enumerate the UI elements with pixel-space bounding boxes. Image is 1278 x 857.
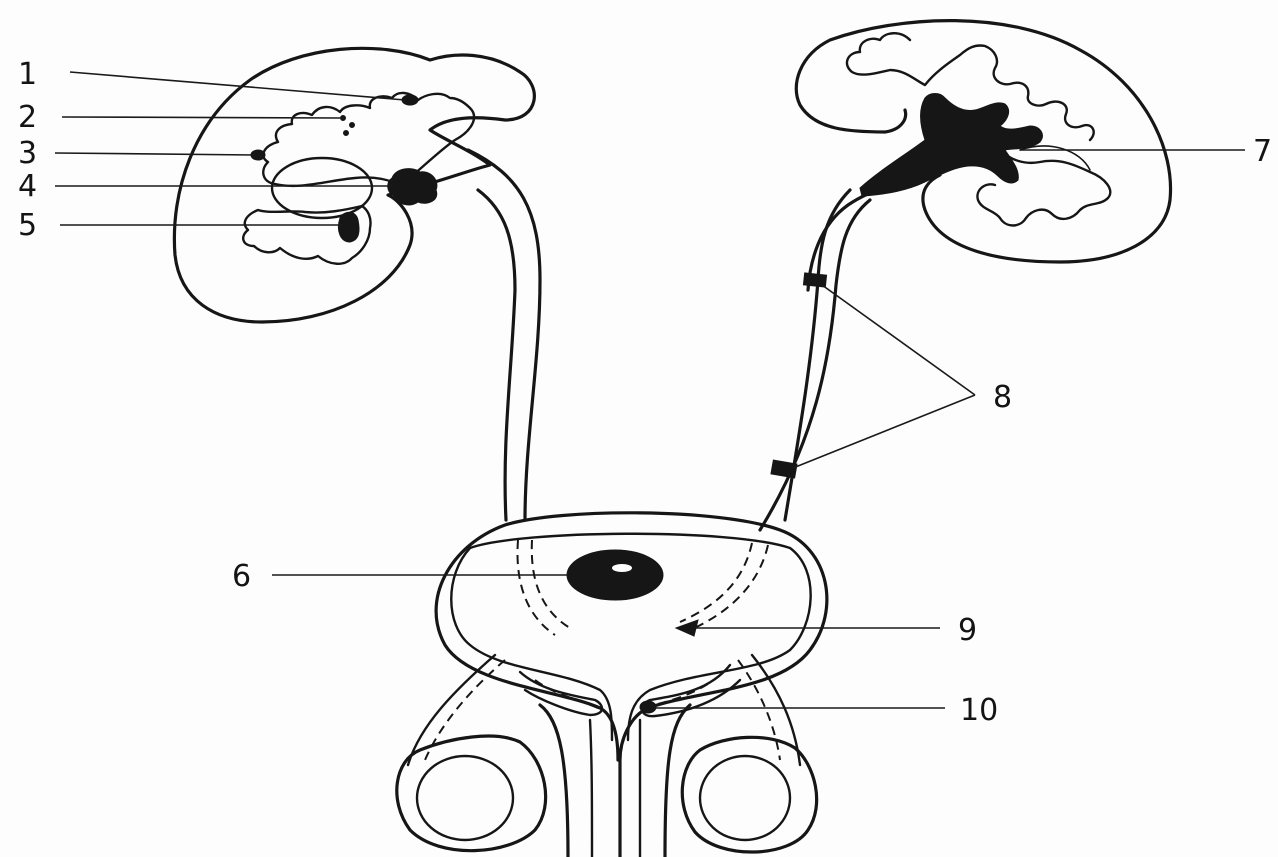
stone-2b bbox=[350, 123, 355, 128]
stone-4 bbox=[388, 169, 437, 205]
left-renal-sinus bbox=[272, 158, 372, 218]
bladder bbox=[436, 513, 827, 857]
leader-2 bbox=[62, 117, 340, 118]
leader-lines bbox=[55, 72, 1245, 708]
left-testis bbox=[417, 756, 513, 840]
bladder-stone-highlight bbox=[612, 564, 632, 572]
leader-1 bbox=[70, 72, 405, 100]
right-testis bbox=[700, 756, 790, 840]
penis-right-edge bbox=[665, 705, 690, 857]
leader-3 bbox=[55, 153, 255, 155]
left-ureter bbox=[468, 150, 540, 520]
left-renal-pelvis bbox=[263, 93, 474, 186]
label-8: 8 bbox=[993, 380, 1012, 415]
urethra-left bbox=[590, 720, 592, 857]
ureterocele-stone bbox=[676, 620, 698, 636]
label-7: 7 bbox=[1253, 134, 1272, 169]
left-testis-sac bbox=[397, 736, 546, 851]
leader-8b bbox=[793, 395, 975, 468]
leader-8a bbox=[822, 285, 975, 395]
left-ureter-inner bbox=[478, 190, 515, 520]
stone-5 bbox=[338, 212, 359, 242]
label-9: 9 bbox=[958, 613, 977, 648]
right-testis-sac bbox=[682, 737, 816, 852]
testes bbox=[397, 655, 817, 852]
label-1: 1 bbox=[18, 57, 37, 92]
left-kidney bbox=[174, 48, 534, 322]
right-staghorn-stone bbox=[860, 94, 1042, 197]
callout-numbers: 1 2 3 4 5 6 7 8 9 10 bbox=[18, 57, 1272, 728]
label-2: 2 bbox=[18, 100, 37, 135]
label-5: 5 bbox=[18, 208, 37, 243]
stone-2a bbox=[341, 116, 346, 121]
prostate-stone bbox=[640, 701, 656, 713]
left-intramural-ureter-2 bbox=[532, 540, 570, 628]
left-intramural-ureter bbox=[517, 540, 555, 635]
right-intramural-ureter-2 bbox=[680, 543, 752, 622]
prostate-left-lobe bbox=[520, 672, 602, 715]
label-6: 6 bbox=[232, 559, 251, 594]
label-4: 4 bbox=[18, 169, 37, 204]
label-10: 10 bbox=[960, 693, 998, 728]
label-3: 3 bbox=[18, 136, 37, 171]
right-ureter bbox=[760, 190, 870, 530]
bladder-stone bbox=[567, 550, 663, 600]
right-kidney bbox=[796, 21, 1170, 290]
stone-2c bbox=[344, 131, 349, 136]
left-kidney-outline bbox=[174, 48, 534, 322]
